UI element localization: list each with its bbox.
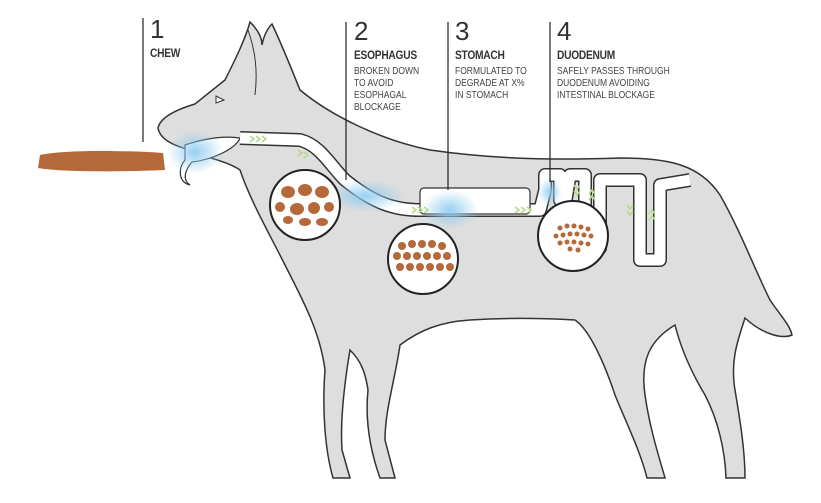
ear-line	[247, 29, 257, 96]
desc-line: TO AVOID	[354, 78, 394, 89]
desc-line: BLOCKAGE	[354, 102, 401, 113]
step-description: BROKEN DOWN TO AVOID ESOPHAGAL BLOCKAGE	[354, 66, 419, 114]
duodenum-highlight	[538, 178, 562, 206]
desc-line: IN STOMACH	[455, 90, 509, 101]
step-title: CHEW	[150, 46, 181, 60]
esophagus-highlight	[325, 180, 405, 212]
step-number: 4	[557, 16, 572, 46]
chew-highlight	[167, 130, 223, 174]
flow-arrows	[249, 135, 656, 221]
step-title: STOMACH	[455, 48, 505, 62]
dog-silhouette	[157, 20, 793, 479]
desc-line: ESOPHAGAL	[354, 90, 407, 101]
desc-line: BROKEN DOWN	[354, 66, 420, 77]
desc-line: FORMULATED TO	[455, 66, 527, 77]
dog-eye	[215, 95, 226, 104]
pointer-lines	[142, 18, 551, 190]
desc-line: SAFELY PASSES THROUGH	[557, 66, 670, 77]
step-number: 3	[455, 16, 470, 46]
step-number: 1	[150, 14, 165, 44]
step-stomach: 3 STOMACH FORMULATED TO DEGRADE AT X% IN…	[455, 18, 539, 102]
stomach-detail-circle	[387, 223, 459, 295]
step-title: DUODENUM	[557, 48, 616, 62]
stomach-highlight	[422, 190, 478, 230]
step-description: FORMULATED TO DEGRADE AT X% IN STOMACH	[455, 66, 527, 102]
step-number: 2	[354, 16, 369, 46]
chew-stick	[38, 150, 165, 172]
step-duodenum: 4 DUODENUM SAFELY PASSES THROUGH DUODENU…	[557, 18, 690, 102]
step-esophagus: 2 ESOPHAGUS BROKEN DOWN TO AVOID ESOPHAG…	[354, 18, 431, 114]
step-chew: 1 CHEW	[150, 16, 185, 60]
desc-line: INTESTINAL BLOCKAGE	[557, 90, 655, 101]
step-description: SAFELY PASSES THROUGH DUODENUM AVOIDING …	[557, 66, 670, 102]
duodenum-detail-circle	[537, 200, 609, 272]
desc-line: DEGRADE AT X%	[455, 78, 525, 89]
step-title: ESOPHAGUS	[354, 48, 417, 62]
desc-line: DUODENUM AVOIDING	[557, 78, 650, 89]
esophagus-detail-circle	[269, 169, 341, 241]
